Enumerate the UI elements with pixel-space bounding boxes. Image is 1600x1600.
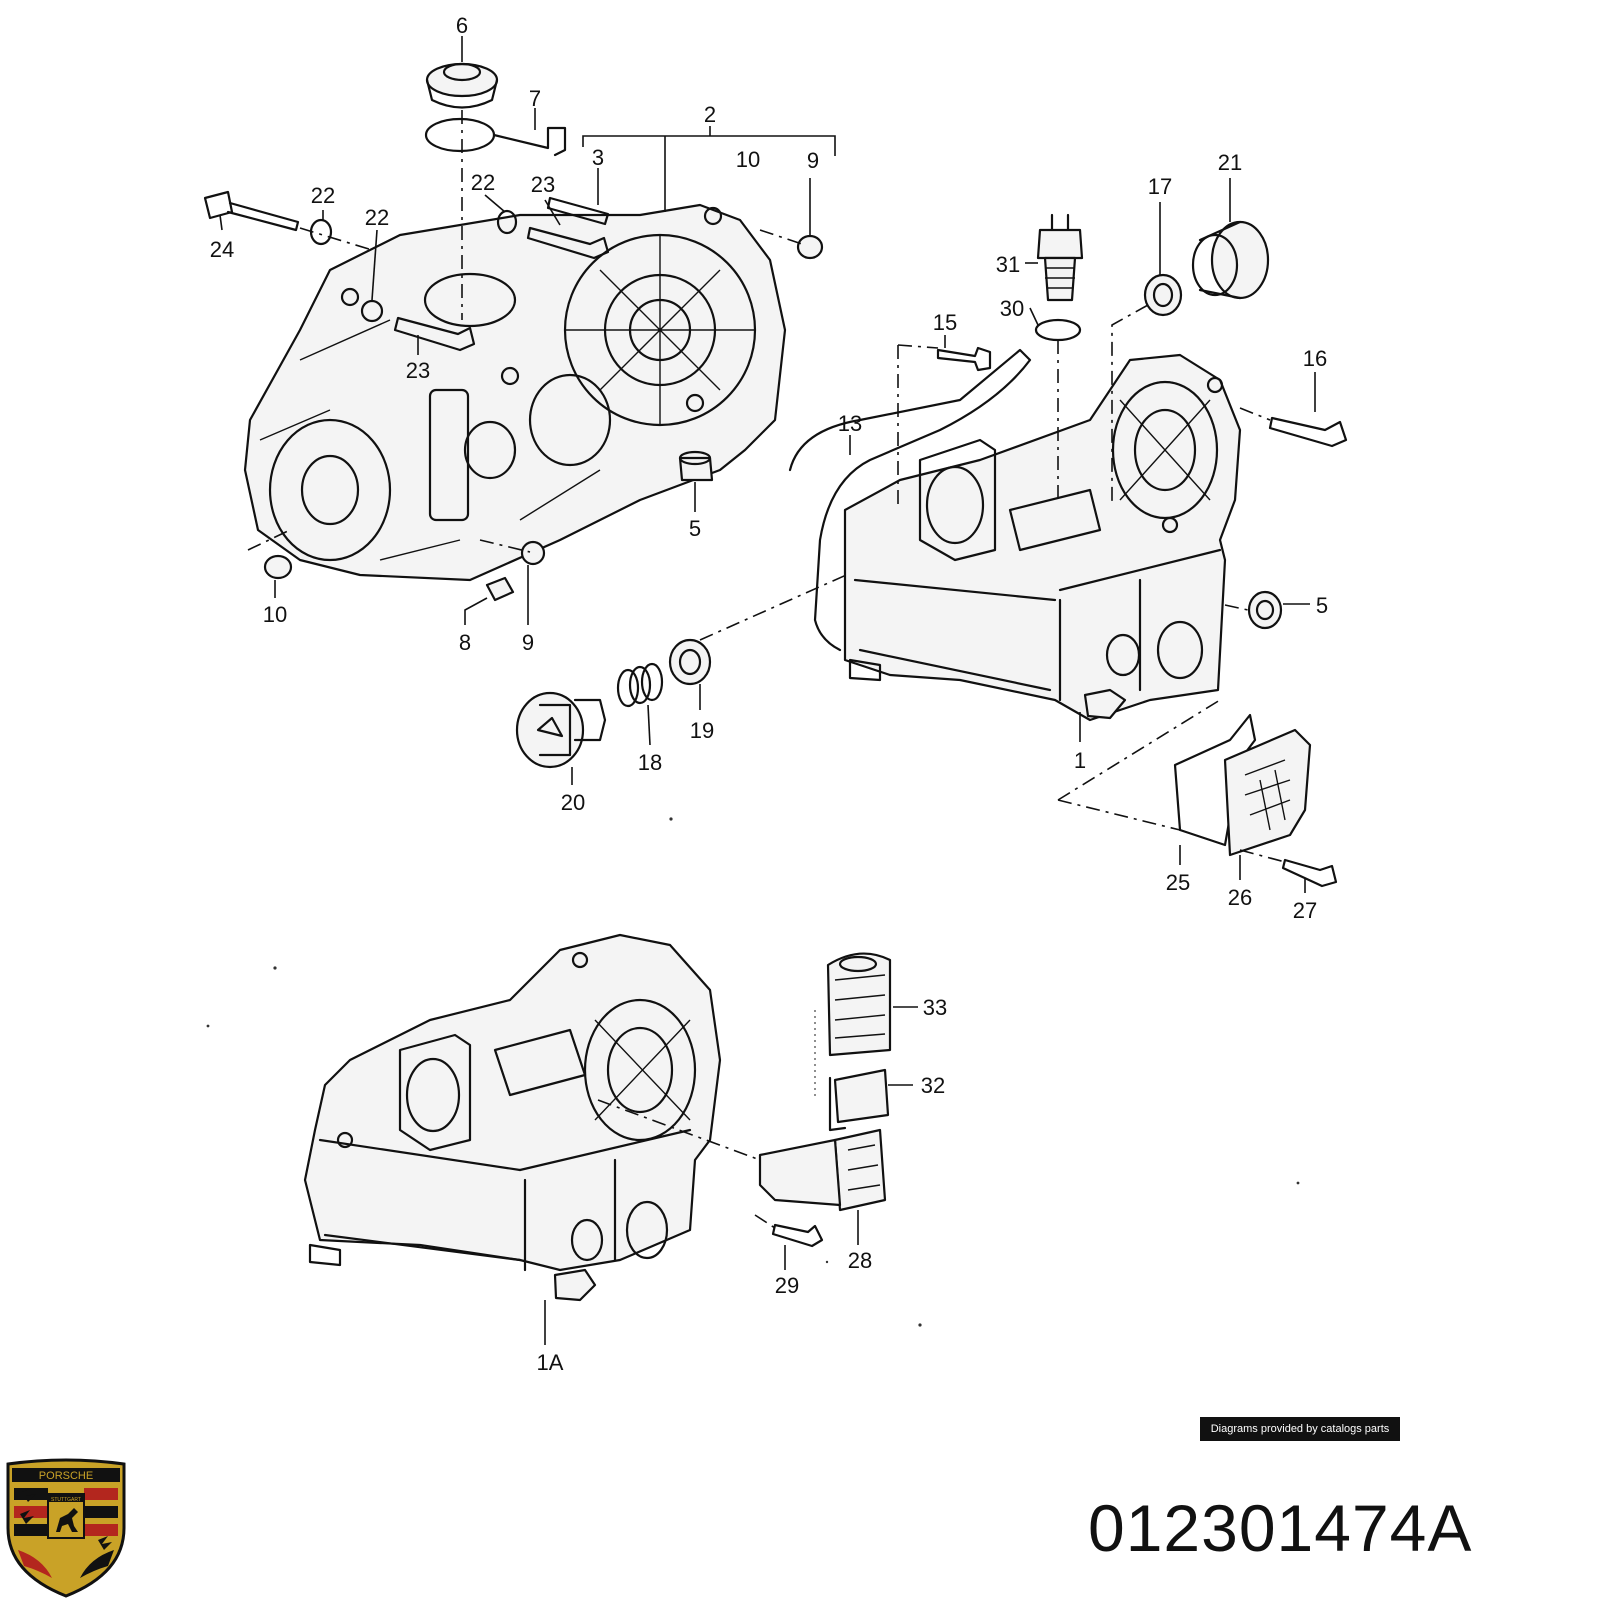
- callout-label: 19: [690, 718, 714, 743]
- assembly-lines-upper-right: [897, 304, 1286, 863]
- callout-label: 13: [838, 411, 862, 436]
- gearbox-housing-drawing: [788, 348, 1242, 722]
- callout-label: 23: [406, 358, 430, 383]
- callout-label: 33: [923, 995, 947, 1020]
- callout-label: 10: [263, 602, 287, 627]
- callout-label: 24: [210, 237, 234, 262]
- callout-label: 17: [1148, 174, 1172, 199]
- callout-labels: 6 7 2 3 10 9 22 22 22 23 24 23 5 10 8 9 …: [210, 13, 1328, 1375]
- callout-label: 15: [933, 310, 957, 335]
- callout-label: 3: [592, 145, 604, 170]
- svg-text:STUTTGART: STUTTGART: [51, 1497, 81, 1503]
- callout-label: 22: [471, 170, 495, 195]
- callout-label: 28: [848, 1248, 872, 1273]
- callout-label: 1: [1074, 748, 1086, 773]
- callout-label: 23: [531, 172, 555, 197]
- callout-label: 7: [529, 86, 541, 111]
- porsche-crest-logo: PORSCHE STUTTGART: [6, 1458, 126, 1598]
- callout-label: 5: [689, 516, 701, 541]
- callout-label: 29: [775, 1273, 799, 1298]
- assembly-lines-lower: [597, 1010, 816, 1229]
- callout-label: 30: [1000, 296, 1024, 321]
- callout-label: 21: [1218, 150, 1242, 175]
- callout-label: 26: [1228, 885, 1252, 910]
- part-number: 012301474A: [1088, 1491, 1473, 1565]
- callout-label: 31: [996, 252, 1020, 277]
- callout-label: 6: [456, 13, 468, 38]
- callout-label: 32: [921, 1073, 945, 1098]
- svg-text:PORSCHE: PORSCHE: [39, 1470, 93, 1482]
- callout-label: 22: [311, 183, 335, 208]
- callout-label: 8: [459, 630, 471, 655]
- gearbox-housing-variant-drawing: [303, 933, 722, 1302]
- callout-label: 20: [561, 790, 585, 815]
- diagram-credit-badge: Diagrams provided by catalogs parts: [1200, 1417, 1400, 1441]
- callout-label: 18: [638, 750, 662, 775]
- callout-label: 16: [1303, 346, 1327, 371]
- scan-specks: [206, 817, 1300, 1327]
- callout-label: 10: [736, 147, 760, 172]
- bell-housing-drawing: [243, 203, 787, 582]
- callout-leaders: [219, 36, 1316, 1345]
- callout-label: 5: [1316, 593, 1328, 618]
- callout-label: 9: [522, 630, 534, 655]
- callout-label: 27: [1293, 898, 1317, 923]
- assembly-lines-upper-left: [247, 110, 881, 641]
- callout-label: 25: [1166, 870, 1190, 895]
- upper-right-small-parts: [515, 213, 1348, 888]
- callout-label: 1A: [537, 1350, 564, 1375]
- callout-label: 9: [807, 148, 819, 173]
- callout-label: 22: [365, 205, 389, 230]
- callout-label: 2: [704, 102, 716, 127]
- upper-left-small-parts: [203, 62, 824, 602]
- lower-small-parts: [758, 952, 892, 1248]
